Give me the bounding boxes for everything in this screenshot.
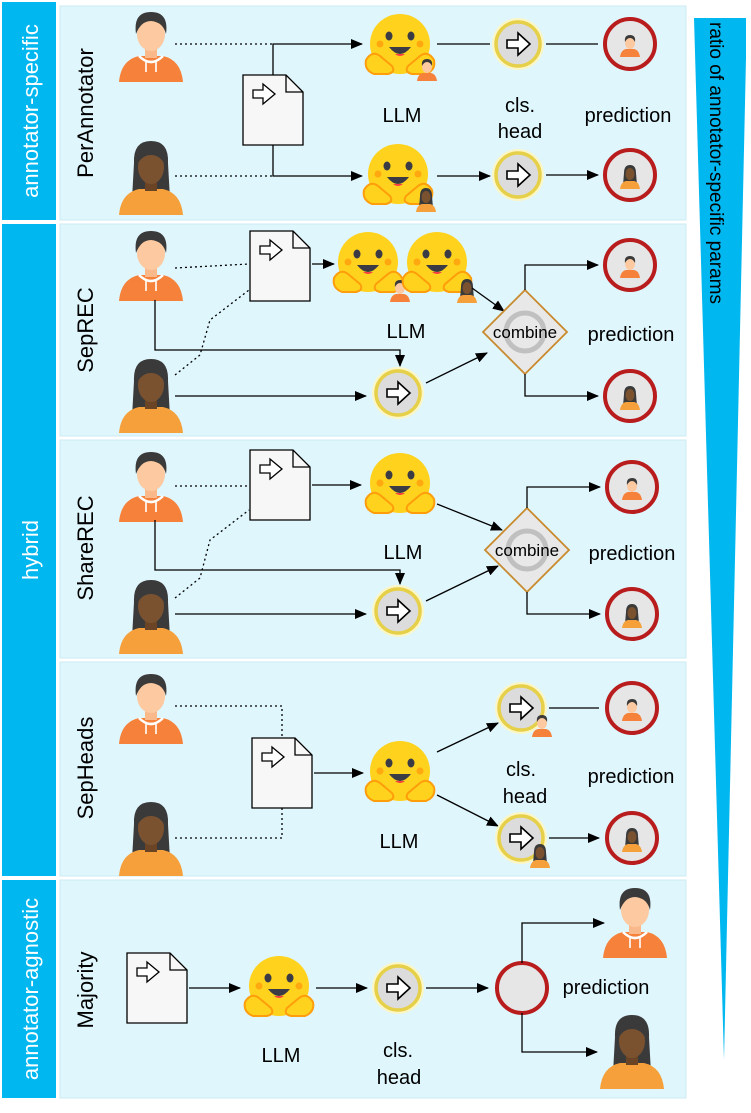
combine-label: combine	[495, 541, 559, 560]
category-label-annotator-agnostic: annotator-agnostic	[18, 898, 43, 1080]
prediction-label: prediction	[585, 105, 672, 127]
document-icon	[126, 952, 188, 1024]
category-bar-annotator-specific	[2, 2, 56, 220]
prediction-label: prediction	[588, 324, 675, 346]
document-icon	[242, 74, 304, 146]
panel-sharerec: ShareREC LLM combine prediction	[59, 439, 687, 659]
category-bar-annotator-agnostic	[2, 880, 56, 1098]
cls-label-line2: head	[498, 121, 543, 143]
prediction-circle-icon	[495, 961, 549, 1015]
prediction-label: prediction	[563, 977, 650, 999]
prediction-label: prediction	[588, 766, 675, 788]
cls-label-line1: cls.	[383, 1040, 413, 1062]
category-label-annotator-specific: annotator-specific	[18, 24, 43, 198]
panel-majority: Majority LLM cls. head prediction	[59, 879, 687, 1099]
document-icon	[249, 449, 311, 521]
ratio-label: ratio of annotator-specific params	[705, 22, 726, 304]
llm-label: LLM	[262, 1045, 301, 1067]
panel-perannotator: PerAnnotator LLM cls. head prediction	[59, 5, 687, 221]
cls-label-line1: cls.	[505, 95, 535, 117]
llm-label: LLM	[380, 831, 419, 853]
panel-sepheads: SepHeads LLM cls. head prediction	[59, 661, 687, 877]
cls-head-icon	[370, 365, 426, 421]
prediction-label: prediction	[589, 543, 676, 565]
document-icon	[249, 230, 311, 302]
category-bar-hybrid	[2, 224, 56, 876]
panel-seprec: SepREC LLM combine prediction	[59, 223, 687, 437]
panel-title: SepREC	[73, 287, 98, 373]
panel-title: SepHeads	[73, 717, 98, 820]
panel-title: PerAnnotator	[73, 48, 98, 178]
document-icon	[251, 737, 313, 809]
combine-label: combine	[493, 323, 557, 342]
cls-head-icon	[370, 583, 426, 639]
ratio-wedge	[694, 18, 746, 1060]
cls-label-line1: cls.	[506, 759, 536, 781]
llm-label: LLM	[383, 105, 422, 127]
category-label-hybrid: hybrid	[18, 520, 43, 580]
llm-label: LLM	[387, 321, 426, 343]
panel-title: Majority	[73, 951, 98, 1028]
cls-head-icon	[490, 16, 546, 72]
cls-label-line2: head	[503, 786, 548, 808]
cls-head-icon	[490, 147, 546, 203]
cls-label-line2: head	[377, 1067, 422, 1089]
llm-label: LLM	[384, 542, 423, 564]
panel-title: ShareREC	[73, 495, 98, 600]
cls-head-icon	[370, 960, 426, 1016]
